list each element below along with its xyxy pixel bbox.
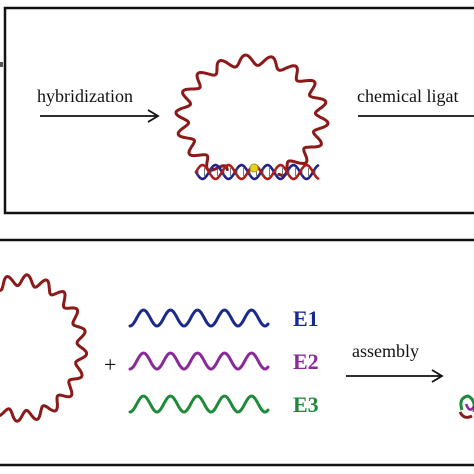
strand-label: E3 <box>293 392 319 417</box>
ring-strand <box>174 53 330 178</box>
strand-e3: E3 <box>128 392 319 417</box>
strand-wave <box>128 394 270 414</box>
ring-strand <box>0 273 89 423</box>
hybridization-label: hybridization <box>37 86 133 106</box>
plus-sign: + <box>104 352 116 377</box>
strand-label: E1 <box>293 306 319 331</box>
strand-e1: E1 <box>128 306 319 331</box>
assembly-arrow <box>346 369 444 383</box>
strand-wave <box>128 351 270 371</box>
bottom-panel-frame <box>0 238 474 467</box>
duplex-strand-blue <box>194 163 320 181</box>
strand-wave <box>128 308 270 328</box>
strand-label: E2 <box>293 349 319 374</box>
dna-ring-ligated <box>0 273 89 423</box>
hybridization-arrow <box>40 109 160 123</box>
assembly-label: assembly <box>352 341 419 361</box>
assembled-product <box>458 394 474 419</box>
top-panel-frame <box>3 6 474 215</box>
chemical-ligation-label: chemical ligat <box>357 86 458 106</box>
ligation-site <box>249 163 259 173</box>
panel-marker <box>0 62 3 67</box>
strand-e2: E2 <box>128 349 319 374</box>
dna-loop-hybridized <box>174 53 330 178</box>
